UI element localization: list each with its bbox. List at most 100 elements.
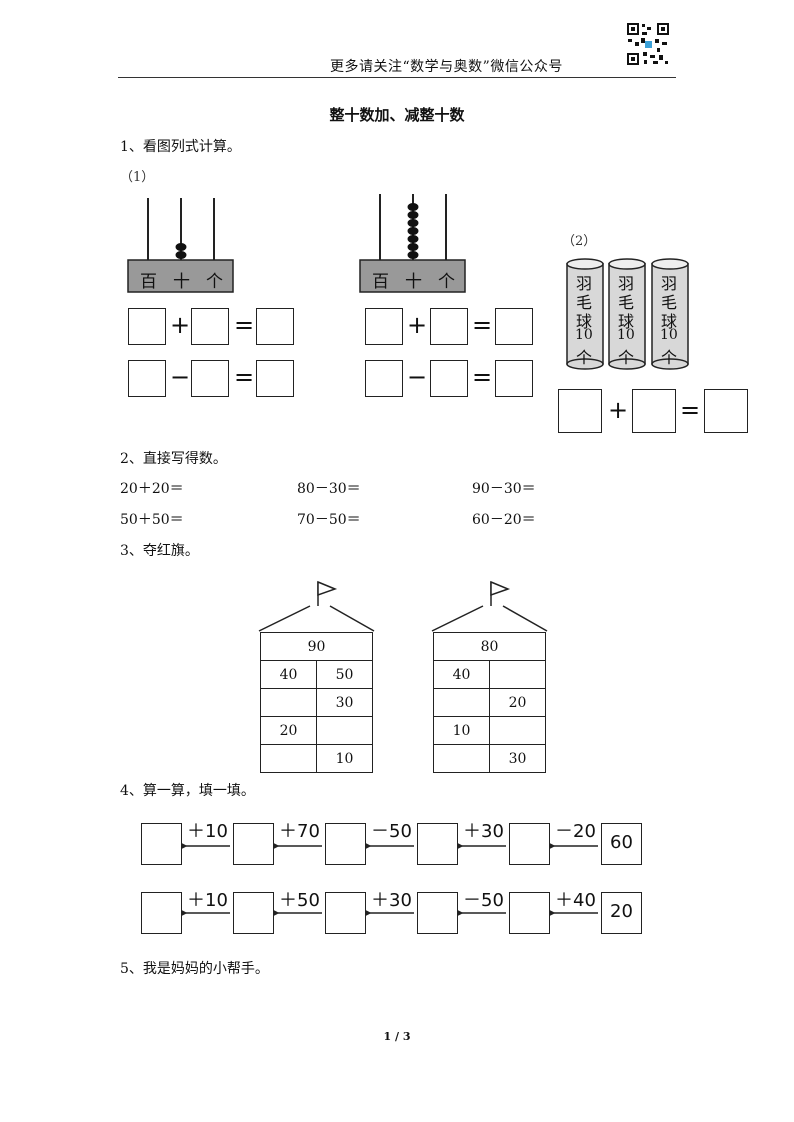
plus-sign: + xyxy=(608,396,629,424)
answer-box[interactable] xyxy=(325,892,366,934)
tower-top-cell: 90 xyxy=(260,632,373,661)
op-label: ＋50 xyxy=(279,890,320,911)
equals-sign: = xyxy=(472,363,493,391)
tube-char: 球 xyxy=(661,312,678,331)
equals-sign: = xyxy=(472,311,493,339)
answer-box[interactable] xyxy=(325,823,366,865)
tower-cell: 30 xyxy=(489,744,546,773)
equals-sign: = xyxy=(234,311,255,339)
abacus-label-bai: 百 xyxy=(372,272,389,292)
answer-box[interactable] xyxy=(430,308,468,345)
op-label: ＋70 xyxy=(279,821,320,842)
answer-box[interactable] xyxy=(141,823,182,865)
tower-cell[interactable] xyxy=(489,660,546,689)
answer-box[interactable] xyxy=(509,892,550,934)
tube-char: 毛 xyxy=(661,293,678,312)
op-label: －50 xyxy=(463,890,504,911)
badminton-tube: 羽 毛 球 10 个 xyxy=(650,258,690,370)
tower-cell[interactable] xyxy=(433,744,490,773)
abacus-label-bai: 百 xyxy=(140,272,157,292)
answer-box[interactable] xyxy=(233,823,274,865)
header-rule xyxy=(118,77,676,78)
q3-label: 3、夺红旗。 xyxy=(120,543,199,559)
calc-item[interactable]: 90－30＝ xyxy=(472,481,536,497)
q2-label: 2、直接写得数。 xyxy=(120,451,227,467)
answer-box[interactable] xyxy=(233,892,274,934)
tube-char: 羽 xyxy=(618,274,635,293)
tower-cell: 20 xyxy=(489,688,546,717)
start-value: 20 xyxy=(610,901,633,922)
answer-box[interactable] xyxy=(558,389,602,433)
abacus-1: 百 十 个 xyxy=(118,188,308,298)
answer-box[interactable] xyxy=(365,308,403,345)
tower-2-table: 80 40 20 10 30 xyxy=(433,632,546,773)
calc-item[interactable]: 80－30＝ xyxy=(297,481,361,497)
op-label: －20 xyxy=(555,821,596,842)
answer-box[interactable] xyxy=(495,308,533,345)
tube-char: 球 xyxy=(618,312,635,331)
op-label: －50 xyxy=(371,821,412,842)
abacus-2-rods xyxy=(359,194,466,293)
q4-label: 4、算一算，填一填。 xyxy=(120,783,255,799)
answer-box[interactable] xyxy=(509,823,550,865)
op-label: ＋30 xyxy=(371,890,412,911)
tower-cell[interactable] xyxy=(489,716,546,745)
abacus-2: 百 十 个 xyxy=(350,188,540,298)
abacus-label-shi: 十 xyxy=(173,272,190,292)
answer-box[interactable] xyxy=(495,360,533,397)
abacus-1-rods xyxy=(127,198,234,293)
tower-cell: 40 xyxy=(433,660,490,689)
abacus-bead xyxy=(175,243,187,251)
calc-item[interactable]: 50＋50＝ xyxy=(120,512,184,528)
op-label: ＋40 xyxy=(555,890,596,911)
abacus-label-ge: 个 xyxy=(206,272,223,292)
calc-item[interactable]: 20＋20＝ xyxy=(120,481,184,497)
answer-box[interactable] xyxy=(128,360,166,397)
start-value-box xyxy=(601,892,642,934)
calc-item[interactable]: 60－20＝ xyxy=(472,512,536,528)
tower-cell: 10 xyxy=(316,744,373,773)
answer-box[interactable] xyxy=(141,892,182,934)
op-label: ＋30 xyxy=(463,821,504,842)
q1-part1-label: （1） xyxy=(120,170,155,185)
tube-char: 球 xyxy=(576,312,593,331)
answer-box[interactable] xyxy=(632,389,676,433)
answer-box[interactable] xyxy=(256,308,294,345)
badminton-tube: 羽 毛 球 10 个 xyxy=(607,258,647,370)
answer-box[interactable] xyxy=(365,360,403,397)
op-label: ＋10 xyxy=(187,821,228,842)
start-value: 60 xyxy=(610,832,633,853)
equals-sign: = xyxy=(680,396,701,424)
answer-box[interactable] xyxy=(191,308,229,345)
answer-box[interactable] xyxy=(430,360,468,397)
equals-sign: = xyxy=(234,363,255,391)
tube-char: 羽 xyxy=(661,274,678,293)
qr-code-icon xyxy=(626,22,670,66)
tower-cell: 10 xyxy=(433,716,490,745)
tower-cell[interactable] xyxy=(433,688,490,717)
answer-box[interactable] xyxy=(417,823,458,865)
answer-box[interactable] xyxy=(128,308,166,345)
answer-box[interactable] xyxy=(704,389,748,433)
answer-box[interactable] xyxy=(256,360,294,397)
tube-char: 毛 xyxy=(576,293,593,312)
start-value-box xyxy=(601,823,642,865)
tower-cell: 40 xyxy=(260,660,317,689)
minus-sign: − xyxy=(170,363,191,391)
tower-cell: 30 xyxy=(316,688,373,717)
tube-char: 羽 xyxy=(576,274,593,293)
q5-label: 5、我是妈妈的小帮手。 xyxy=(120,961,269,977)
abacus-bead xyxy=(175,251,187,259)
answer-box[interactable] xyxy=(191,360,229,397)
plus-sign: + xyxy=(407,311,428,339)
q1-label: 1、看图列式计算。 xyxy=(120,139,241,155)
op-label: ＋10 xyxy=(187,890,228,911)
tower-top-cell: 80 xyxy=(433,632,546,661)
answer-box[interactable] xyxy=(417,892,458,934)
tower-cell[interactable] xyxy=(316,716,373,745)
tube-char: 个 xyxy=(661,348,678,367)
calc-item[interactable]: 70－50＝ xyxy=(297,512,361,528)
tower-cell[interactable] xyxy=(260,688,317,717)
tower-cell[interactable] xyxy=(260,744,317,773)
